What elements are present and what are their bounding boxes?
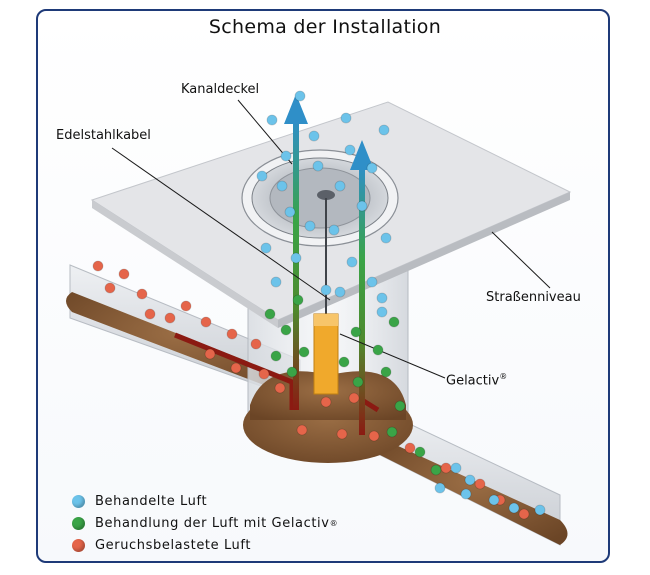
air-particle [200, 316, 212, 328]
air-particle [366, 162, 378, 174]
air-particle [266, 114, 278, 126]
label-gelactiv-text: Gelactiv [446, 373, 500, 389]
strassenniveau-leader [491, 231, 551, 289]
air-particle [312, 160, 324, 172]
air-particle [460, 488, 472, 500]
legend-mark-treatment: ® [329, 518, 339, 528]
air-particle [350, 326, 362, 338]
air-particle [204, 348, 216, 360]
air-particle [226, 328, 238, 340]
air-arrow-left [284, 94, 308, 410]
legend-label-treatment: Behandlung der Luft mit Gelactiv [95, 515, 330, 531]
air-particle [488, 494, 500, 506]
air-particle [118, 268, 130, 280]
air-particle [334, 286, 346, 298]
air-particle [256, 170, 268, 182]
air-particle [534, 504, 546, 516]
air-particle [372, 344, 384, 356]
legend: Behandelte Luft Behandlung der Luft mit … [72, 490, 338, 556]
air-particle [104, 282, 116, 294]
air-particle [328, 224, 340, 236]
air-particle [464, 474, 476, 486]
air-particle [294, 90, 306, 102]
air-particle [274, 382, 286, 394]
edelstahlkabel-leader [111, 147, 331, 301]
air-particle [304, 220, 316, 232]
air-particle [508, 502, 520, 514]
legend-item-treated: Behandelte Luft [72, 490, 338, 512]
air-particle [414, 446, 426, 458]
legend-label-treated: Behandelte Luft [95, 493, 208, 509]
air-particle [296, 424, 308, 436]
air-particle [92, 260, 104, 272]
air-particle [352, 376, 364, 388]
air-particle [338, 356, 350, 368]
label-gelactiv-mark: ® [499, 372, 508, 381]
label-kanaldeckel: Kanaldeckel [181, 82, 260, 97]
air-particle [270, 276, 282, 288]
air-particle [290, 252, 302, 264]
air-particle [308, 130, 320, 142]
air-particle [376, 306, 388, 318]
air-particle [344, 144, 356, 156]
air-particle [144, 308, 156, 320]
air-particle [348, 392, 360, 404]
air-particle [474, 478, 486, 490]
air-particle [270, 350, 282, 362]
legend-item-treatment: Behandlung der Luft mit Gelactiv® [72, 512, 338, 534]
diagram-title: Schema der Installation [208, 16, 442, 38]
label-gelactiv: Gelactiv® [446, 372, 507, 388]
air-particle [250, 338, 262, 350]
legend-label-polluted: Geruchsbelastete Luft [95, 537, 252, 553]
legend-dot-treated [72, 494, 85, 508]
label-edelstahlkabel: Edelstahlkabel [56, 128, 151, 143]
gelactiv-block [313, 313, 339, 395]
air-particle [286, 366, 298, 378]
air-particle [320, 284, 332, 296]
air-particle [378, 124, 390, 136]
air-particle [336, 428, 348, 440]
air-particle [404, 442, 416, 454]
air-particle [388, 316, 400, 328]
air-particle [340, 112, 352, 124]
air-particle [346, 256, 358, 268]
air-particle [376, 292, 388, 304]
label-strassenniveau: Straßenniveau [486, 290, 581, 305]
air-particle [356, 200, 368, 212]
air-particle [292, 294, 304, 306]
air-particle [394, 400, 406, 412]
air-particle [386, 426, 398, 438]
air-particle [380, 232, 392, 244]
air-particle [366, 276, 378, 288]
air-particle [136, 288, 148, 300]
air-particle [368, 430, 380, 442]
air-particle [258, 368, 270, 380]
air-particle [430, 464, 442, 476]
legend-dot-treatment [72, 516, 85, 530]
air-particle [298, 346, 310, 358]
air-particle [284, 206, 296, 218]
air-particle [164, 312, 176, 324]
air-particle [518, 508, 530, 520]
air-particle [264, 308, 276, 320]
air-particle [334, 180, 346, 192]
air-particle [260, 242, 272, 254]
legend-dot-polluted [72, 538, 85, 552]
air-particle [380, 366, 392, 378]
air-particle [230, 362, 242, 374]
air-particles [92, 90, 546, 520]
air-particle [440, 462, 452, 474]
gelactiv-leader [339, 333, 446, 379]
air-particle [434, 482, 446, 494]
air-particle [320, 396, 332, 408]
air-particle [280, 324, 292, 336]
air-particle [276, 180, 288, 192]
air-particle [450, 462, 462, 474]
air-particle [280, 150, 292, 162]
legend-item-polluted: Geruchsbelastete Luft [72, 534, 338, 556]
air-particle [180, 300, 192, 312]
polluted-flow-arrow [174, 332, 295, 410]
air-arrow-right [350, 140, 374, 435]
